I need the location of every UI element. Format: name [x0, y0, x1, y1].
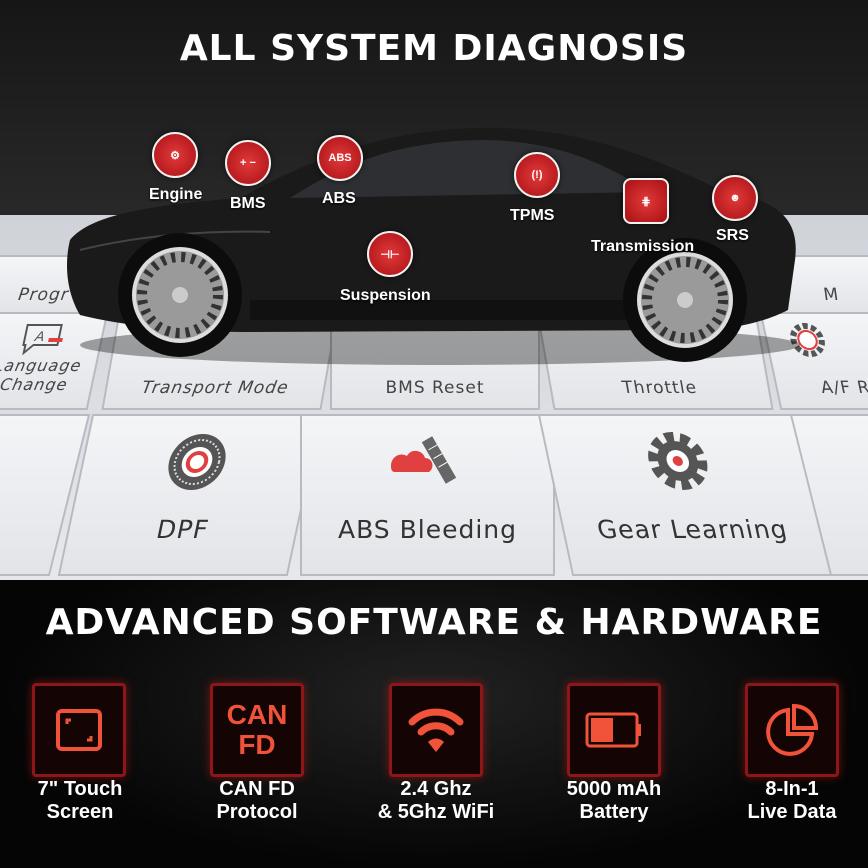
rear-wheel	[623, 238, 747, 362]
can-fd-icon-text: CAN	[226, 699, 288, 730]
airbag-icon: ☻	[712, 175, 758, 221]
wifi-icon	[408, 708, 464, 752]
tile-label: Transport Mode	[140, 378, 291, 398]
tile-label: BMS Reset	[385, 378, 485, 398]
battery-icon	[585, 712, 641, 748]
tile-abs-bleeding[interactable]: ABS Bleeding	[300, 414, 555, 576]
af-gear-icon	[790, 323, 825, 357]
bms-battery-icon: + −	[225, 140, 271, 186]
feature-line: 2.4 Ghz	[400, 778, 472, 800]
abs-icon: ABS	[317, 135, 363, 181]
front-wheel	[118, 233, 242, 357]
engine-icon: ⚙	[152, 132, 198, 178]
feature-line: & 5Ghz WiFi	[377, 801, 495, 823]
section-title-diagnosis: ALL SYSTEM DIAGNOSIS	[179, 28, 689, 69]
tile-label: ABS Bleeding	[337, 515, 518, 544]
tile-af-reset[interactable]: A/F R	[759, 312, 868, 410]
feature-line: Battery	[579, 801, 649, 823]
system-label-transmission: Transmission	[591, 238, 695, 255]
feature-battery	[567, 683, 661, 777]
feature-live-data	[745, 683, 839, 777]
feature-line: Protocol	[216, 801, 298, 823]
tire-pressure-icon: (!)	[514, 152, 560, 198]
pie-chart-icon	[766, 703, 819, 756]
touch-screen-icon	[56, 709, 102, 751]
gear-shift-icon: ⋕	[623, 178, 669, 224]
system-label-tpms: TPMS	[510, 207, 555, 224]
feature-line: Live Data	[747, 801, 837, 823]
car-image	[67, 127, 800, 365]
feature-touch-screen	[32, 683, 126, 777]
tile-label: DPF	[153, 515, 212, 544]
tile-label: M	[822, 285, 841, 305]
tile-label: Gear Learning	[594, 515, 791, 544]
tile-label: Throttle	[620, 378, 699, 398]
feature-wifi	[389, 683, 483, 777]
feature-line: Screen	[46, 801, 114, 823]
tile-language-change[interactable]: A Language Change	[0, 312, 109, 410]
gear-learning-icon	[648, 432, 708, 490]
system-label-engine: Engine	[149, 186, 203, 203]
abs-bleeding-icon	[390, 436, 456, 484]
suspension-icon: ⊣⊢	[367, 231, 413, 277]
system-label-suspension: Suspension	[340, 287, 431, 304]
tile-gear-learning[interactable]: Gear Learning	[537, 414, 833, 576]
section-title-hardware: ADVANCED SOFTWARE & HARDWARE	[45, 602, 823, 643]
feature-line: 7" Touch	[37, 778, 123, 800]
feature-line: 5000 mAh	[566, 778, 662, 800]
can-fd-icon-text: FD	[238, 729, 276, 760]
dpf-icon	[168, 434, 226, 490]
svg-text:A: A	[33, 328, 47, 344]
tile-label: A/F R	[818, 378, 868, 398]
language-icon: A	[22, 324, 63, 356]
feature-label-wifi: 2.4 Ghz& 5Ghz WiFi	[356, 778, 516, 824]
tile-dpf[interactable]: DPF	[57, 414, 323, 576]
feature-line: CAN FD	[219, 778, 295, 800]
system-label-bms: BMS	[230, 195, 266, 212]
system-label-abs: ABS	[322, 190, 356, 207]
system-label-srs: SRS	[716, 227, 749, 244]
feature-line: 8-In-1	[765, 778, 819, 800]
